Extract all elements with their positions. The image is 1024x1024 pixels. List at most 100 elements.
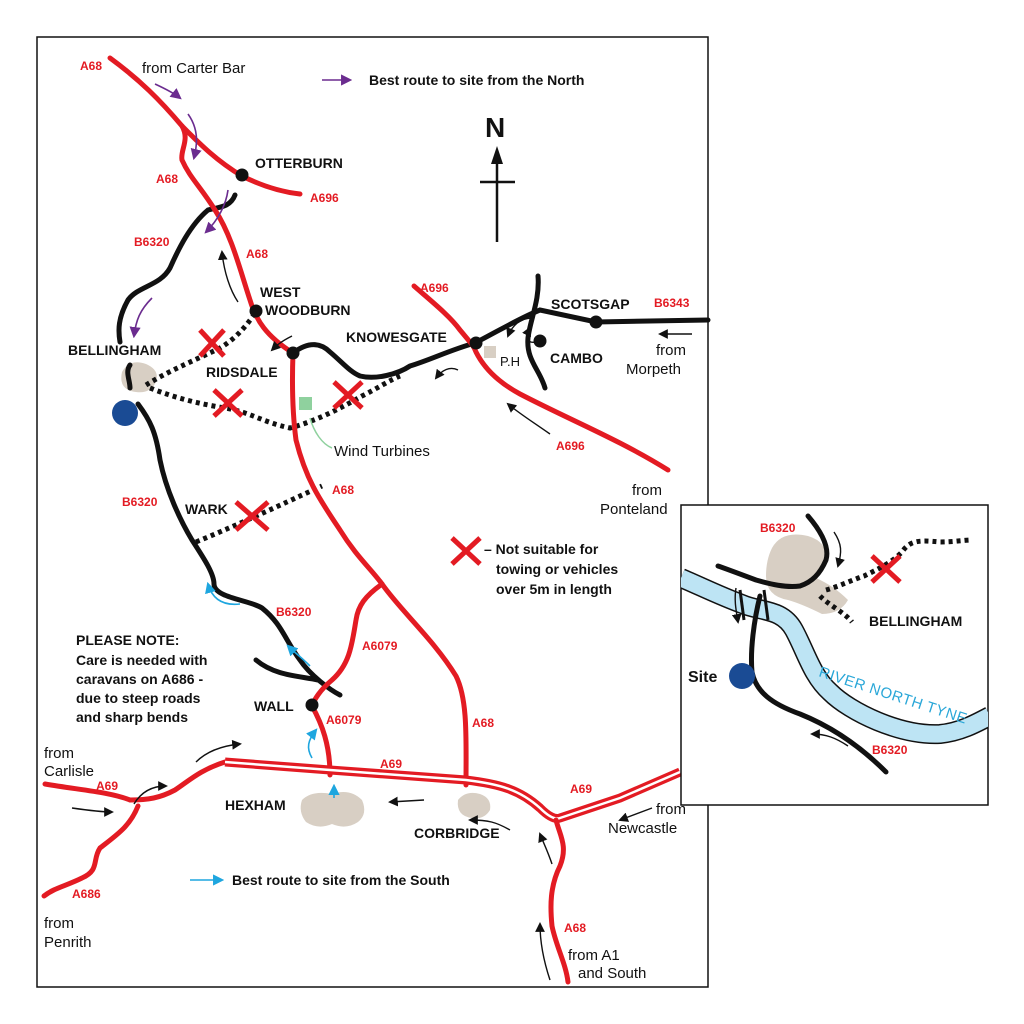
road-a696-knowesgate: A696 bbox=[420, 281, 449, 295]
origin-ponteland-1: from bbox=[632, 482, 662, 499]
road-a686: A686 bbox=[72, 887, 101, 901]
inset-site-label: Site bbox=[688, 669, 717, 686]
please-note-4: due to steep roads bbox=[76, 690, 201, 706]
road-a68-wark: A68 bbox=[332, 483, 354, 497]
scotsgap-dot bbox=[589, 315, 603, 329]
a68-middle-road bbox=[289, 350, 469, 788]
place-knowesgate: KNOWESGATE bbox=[346, 329, 447, 345]
road-a68-corbridge: A68 bbox=[472, 716, 494, 730]
road-a69-hexham: A69 bbox=[380, 757, 402, 771]
road-a696-otterburn: A696 bbox=[310, 191, 339, 205]
north-arrow-icon bbox=[480, 146, 515, 242]
south-route-arrows bbox=[190, 581, 340, 886]
road-a68-top: A68 bbox=[80, 59, 102, 73]
please-note-3: caravans on A686 - bbox=[76, 671, 203, 687]
road-a68-bottom: A68 bbox=[564, 921, 586, 935]
place-otterburn: OTTERBURN bbox=[255, 155, 343, 171]
inset-road-b6320-top: B6320 bbox=[760, 521, 796, 535]
origin-penrith-2: Penrith bbox=[44, 934, 92, 951]
north-route-arrows bbox=[129, 74, 353, 339]
inset-bellingham-label: BELLINGHAM bbox=[869, 613, 962, 629]
place-ridsdale: RIDSDALE bbox=[206, 364, 278, 380]
place-ph: P.H bbox=[500, 354, 520, 369]
origin-newcastle-1: from bbox=[656, 801, 686, 818]
a69-road-west bbox=[42, 759, 228, 803]
origin-ponteland-2: Ponteland bbox=[600, 501, 668, 518]
a68-north-road bbox=[107, 55, 296, 356]
unsuitable-x-markers bbox=[198, 328, 482, 566]
otterburn-dot bbox=[235, 168, 249, 182]
site-marker bbox=[112, 400, 138, 426]
origin-morpeth-1: from bbox=[656, 342, 686, 359]
please-note-2: Care is needed with bbox=[76, 652, 207, 668]
a6079-road bbox=[309, 581, 385, 778]
origin-carlisle-1: from bbox=[44, 745, 74, 762]
place-west-woodburn-1: WEST bbox=[260, 284, 301, 300]
knowesgate-dot bbox=[469, 336, 483, 350]
north-label: N bbox=[485, 112, 505, 143]
place-bellingham: BELLINGHAM bbox=[68, 342, 161, 358]
inset-arrow-1 bbox=[833, 531, 845, 568]
road-a68-otterburn: A68 bbox=[156, 172, 178, 186]
place-corbridge: CORBRIDGE bbox=[414, 825, 500, 841]
a696-knowesgate-road bbox=[411, 283, 671, 473]
road-a69-carlisle: A69 bbox=[96, 779, 118, 793]
legend-not-suitable-3: over 5m in length bbox=[496, 581, 612, 597]
ridsdale-dot bbox=[286, 346, 300, 360]
origin-morpeth-2: Morpeth bbox=[626, 361, 681, 378]
road-a68-woodburn: A68 bbox=[246, 247, 268, 261]
wind-turbine-pointer bbox=[309, 417, 333, 449]
inset-river-fill bbox=[681, 570, 988, 743]
wall-dot bbox=[305, 698, 319, 712]
road-b6343: B6343 bbox=[654, 296, 690, 310]
place-wall: WALL bbox=[254, 698, 294, 714]
hexham-town bbox=[300, 792, 365, 827]
place-wark: WARK bbox=[185, 501, 228, 517]
ridsdale-knowesgate-road bbox=[290, 307, 711, 380]
road-b6320-wall: B6320 bbox=[276, 605, 312, 619]
wind-turbine-marker bbox=[299, 397, 312, 410]
pub-marker bbox=[484, 346, 496, 358]
please-note-5: and sharp bends bbox=[76, 709, 188, 725]
road-a6079-lower: A6079 bbox=[326, 713, 362, 727]
inset-frame bbox=[680, 504, 989, 806]
place-scotsgap: SCOTSGAP bbox=[551, 296, 630, 312]
road-a69-newcastle: A69 bbox=[570, 782, 592, 796]
road-b6320-wark: B6320 bbox=[122, 495, 158, 509]
inset-town bbox=[766, 534, 848, 614]
place-wind-turbines: Wind Turbines bbox=[334, 443, 430, 460]
inset-road-b6320-bottom: B6320 bbox=[872, 743, 908, 757]
road-a6079-upper: A6079 bbox=[362, 639, 398, 653]
place-hexham: HEXHAM bbox=[225, 797, 286, 813]
inset-road-b6320 bbox=[715, 513, 889, 775]
origin-penrith-1: from bbox=[44, 915, 74, 932]
west-woodburn-dot bbox=[249, 304, 263, 318]
a686-road bbox=[41, 803, 141, 899]
place-cambo: CAMBO bbox=[550, 350, 603, 366]
please-note-1: PLEASE NOTE: bbox=[76, 632, 179, 648]
inset-bridge-right bbox=[762, 589, 770, 621]
corbridge-town bbox=[457, 792, 491, 819]
inset-x-marker bbox=[870, 554, 902, 584]
unsuitable-road-bellingham-ridsdale bbox=[149, 373, 401, 431]
road-a696-ponteland: A696 bbox=[556, 439, 585, 453]
legend-south-route: Best route to site from the South bbox=[232, 872, 450, 888]
origin-a1-south-2: and South bbox=[578, 965, 646, 982]
a68-south-road bbox=[548, 817, 571, 985]
origin-newcastle-2: Newcastle bbox=[608, 820, 677, 837]
inset-arrow-2 bbox=[731, 587, 742, 624]
cambo-dot bbox=[533, 334, 547, 348]
inset-dotted-road bbox=[818, 537, 973, 624]
main-map-frame bbox=[36, 36, 709, 988]
b6320-wall-spur bbox=[253, 657, 321, 683]
legend-not-suitable-2: towing or vehicles bbox=[496, 561, 618, 577]
inset-arrow-3 bbox=[810, 729, 849, 747]
inset-site-marker bbox=[729, 663, 755, 689]
traffic-arrows bbox=[71, 250, 692, 981]
origin-carter-bar: from Carter Bar bbox=[142, 60, 245, 77]
legend-north-route: Best route to site from the North bbox=[369, 72, 584, 88]
legend-not-suitable-1: – Not suitable for bbox=[484, 541, 599, 557]
place-west-woodburn-2: WOODBURN bbox=[265, 302, 351, 318]
origin-a1-south-1: from A1 bbox=[568, 947, 620, 964]
